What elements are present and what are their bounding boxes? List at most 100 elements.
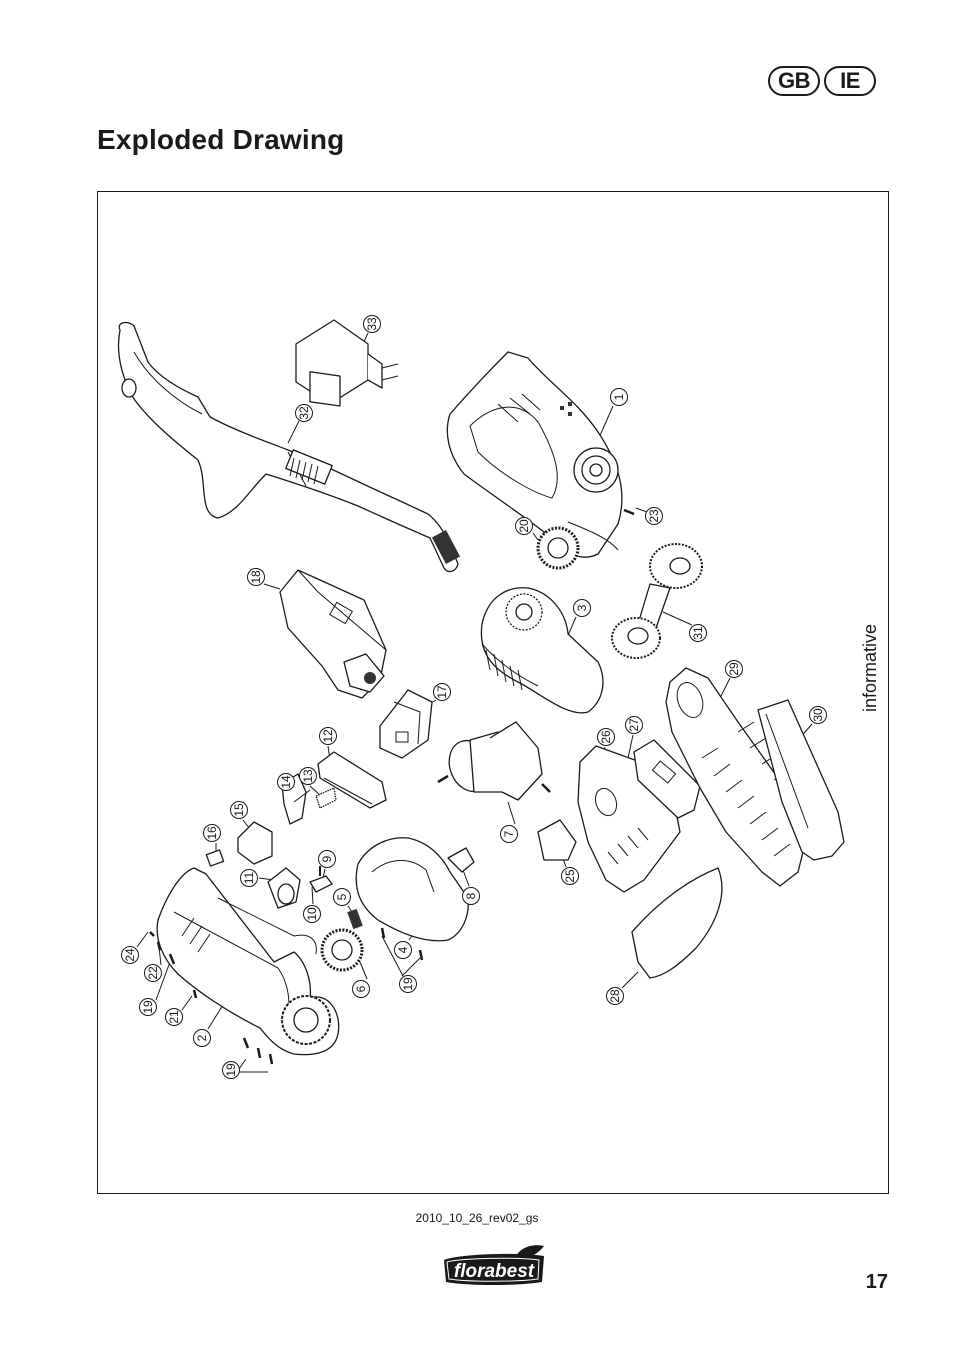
callout-number: 25 [563,869,577,883]
part-pulley [611,543,703,659]
callout-circle [433,683,451,701]
part-charger [295,319,399,407]
part-number-callout: 28 [606,987,624,1005]
callout-circle [303,905,321,923]
callout-number: 19 [141,1000,155,1014]
florabest-logo: florabest [444,1245,544,1285]
callout-circle [645,507,663,525]
part-number-callout: 33 [363,315,381,333]
callout-circle [230,801,248,819]
part-callouts: 1234567891011121314151617181919192021222… [121,315,827,1079]
callout-number: 13 [301,769,315,783]
callout-number: 16 [205,826,219,840]
callout-circle [561,867,579,885]
callout-circle [193,1029,211,1047]
part-upper-housing [446,351,623,558]
callout-number: 18 [249,570,263,584]
part-handle-pole [117,321,461,573]
part-number-callout: 20 [515,517,533,535]
callout-number: 5 [335,893,349,900]
part-number-callout: 30 [809,706,827,724]
part-number-callout: 27 [625,716,643,734]
callout-circle [222,1061,240,1079]
part-battery [279,569,387,699]
callout-circle [139,998,157,1016]
callout-circle [319,727,337,745]
part-motor [437,721,551,801]
callout-number: 29 [727,662,741,676]
callout-number: 24 [123,948,137,962]
revision-code: 2010_10_26_rev02_gs [415,1211,539,1225]
callout-number: 33 [365,317,379,331]
callout-number: 4 [396,946,410,953]
callout-number: 7 [502,830,516,837]
callout-circle [165,1008,183,1026]
part-number-callout: 9 [318,850,336,868]
callout-number: 21 [167,1010,181,1024]
part-number-callout: 24 [121,946,139,964]
callout-number: 17 [435,685,449,699]
callout-circle [295,404,313,422]
part-screws [149,927,424,1065]
callout-circle [299,767,317,785]
part-number-callout: 22 [144,964,162,982]
callout-circle [399,975,417,993]
part-blade-plates [577,739,701,893]
language-badges: GB IE [768,66,876,96]
callout-circle [144,964,162,982]
callout-number: 23 [647,509,661,523]
callout-circle [121,946,139,964]
part-number-callout: 25 [561,867,579,885]
part-number-callout: 29 [725,660,743,678]
callout-number: 15 [232,803,246,817]
part-number-callout: 3 [573,599,591,617]
page-number: 17 [865,1271,888,1293]
part-number-callout: 26 [597,728,615,746]
callout-circle [606,987,624,1005]
part-number-callout: 19 [399,975,417,993]
part-gear-cover [320,837,475,972]
part-switch-assembly [281,751,387,825]
part-battery-holder [379,689,433,759]
callout-number: 1 [612,393,626,400]
part-gearbox-cover [480,587,604,714]
callout-circle [515,517,533,535]
callout-number: 11 [242,871,256,884]
callout-number: 20 [517,519,531,533]
callout-circle [573,599,591,617]
part-number-callout: 12 [319,727,337,745]
part-blade-sheath [757,699,845,861]
part-number-callout: 7 [500,825,518,843]
callout-number: 27 [627,718,641,732]
part-number-callout: 2 [193,1029,211,1047]
callout-circle [625,716,643,734]
callout-number: 19 [401,977,415,991]
part-number-callout: 1 [610,388,628,406]
callout-number: 30 [811,708,825,722]
part-number-callout: 15 [230,801,248,819]
part-hedge-blade [665,667,809,887]
part-number-callout: 31 [689,624,707,642]
callout-number: 12 [321,729,335,743]
callout-number: 31 [691,626,705,640]
language-badge-gb: GB [768,66,820,96]
callout-number: 6 [354,985,368,992]
callout-circle [240,869,258,887]
callout-number: 3 [575,604,589,611]
part-number-callout: 16 [203,824,221,842]
part-number-callout: 11 [240,869,258,887]
callout-number: 9 [320,855,334,862]
part-number-callout: 17 [433,683,451,701]
part-number-callout: 13 [299,767,317,785]
callout-number: 10 [305,907,319,921]
callout-circle [462,887,480,905]
part-lower-housing [156,867,340,1056]
callout-number: 2 [195,1034,209,1041]
part-screw-23 [623,508,635,516]
callout-circle [500,825,518,843]
callout-circle [610,388,628,406]
part-number-callout: 18 [247,568,265,586]
callout-circle [352,980,370,998]
part-small-components [205,821,333,909]
